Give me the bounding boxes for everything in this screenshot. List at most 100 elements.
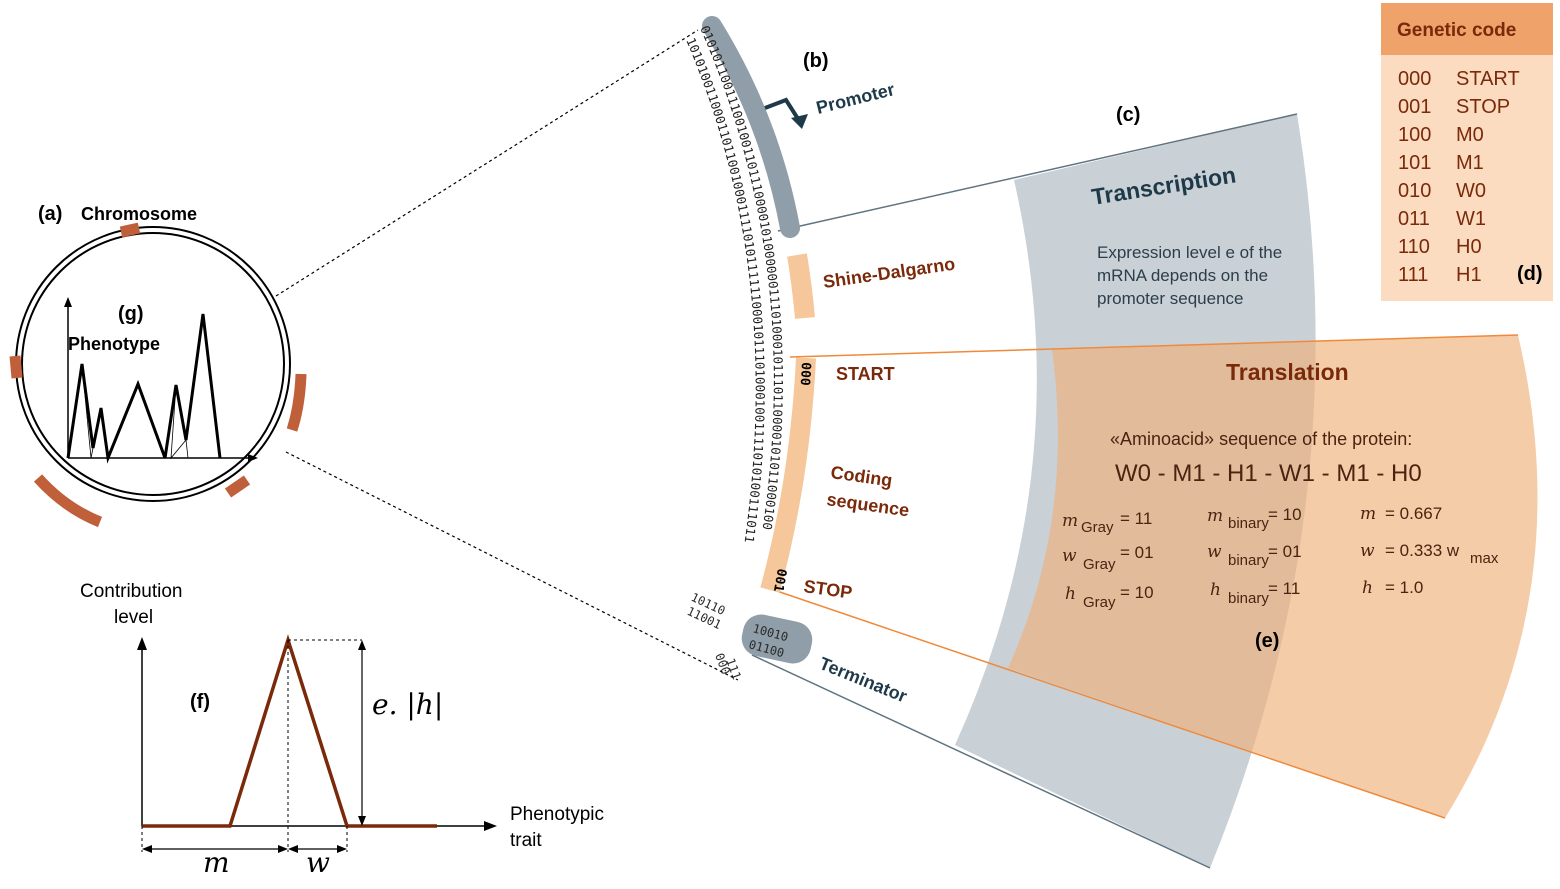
normalized-values: m = 0.667 w = 0.333 w max h = 1.0 [1360,504,1499,598]
coding-label-1: Coding [829,462,893,490]
transcription-text-3: promoter sequence [1097,289,1243,308]
m-label: m [203,846,230,879]
height-arrow-bottom [358,816,366,826]
zoom-line-top [275,29,699,297]
gene-segment-4 [224,475,251,498]
m-binary-sub: binary [1228,515,1269,532]
w-binary-value: = 01 [1268,542,1302,561]
h-gray-value: = 10 [1120,583,1154,602]
w-label: w [306,846,330,879]
start-label: START [836,364,895,384]
shine-dalgarno-label: Shine-Dalgarno [822,254,957,292]
genetic-code-header [1381,3,1553,55]
terminator-label: Terminator [817,653,910,706]
translation-band [1008,335,1538,818]
contribution-triangle [142,634,437,828]
codon-6: 110 [1398,236,1430,258]
gene-segment-1 [119,222,141,238]
panel-e-label: (e) [1255,630,1279,652]
contribution-xlabel-2: trait [510,830,542,851]
m-arrow-right [278,845,288,853]
contribution-x-arrowhead [484,821,497,831]
w-gray-value: = 01 [1120,543,1154,562]
promoter-highlight [702,16,800,238]
m-binary-value: = 10 [1268,505,1302,524]
h-binary-label: h [1210,580,1221,600]
stop-codon: 001 [770,567,789,593]
w-arrow-right [337,845,347,853]
height-arrow-top [358,640,366,650]
codon-meaning-4: W0 [1456,180,1486,202]
codon-meaning-5: W1 [1456,208,1486,230]
transcription-text-1: Expression level e of the [1097,243,1282,262]
promoter-arrow-icon [764,97,802,124]
translation-title: Translation [1226,359,1349,385]
codon-meaning-3: M1 [1456,152,1484,174]
gene-segment-5 [33,474,103,528]
h-value: = 1.0 [1385,578,1423,597]
transcription-text-2: mRNA depends on the [1097,266,1268,285]
w-gray-label: w [1062,546,1077,566]
w-value: = 0.333 w [1385,541,1460,560]
codon-1: 001 [1398,96,1431,118]
zoom-line-bottom [285,451,739,681]
contribution-ylabel-1: Contribution [80,581,182,602]
tail-seq-4: 111 [723,656,744,681]
chromosome-title: Chromosome [81,204,197,224]
protein-sequence: W0 - M1 - H1 - W1 - M1 - H0 [1115,460,1422,487]
height-label: e. |h| [372,688,443,721]
panel-f-label: (f) [190,691,210,713]
codon-2: 100 [1398,124,1431,146]
coding-highlight [760,357,816,593]
codon-0: 000 [1398,68,1431,90]
h-value-label: h [1362,578,1373,598]
terminator-highlight [741,614,813,664]
m-gray-label: m [1062,511,1078,531]
start-codon: 000 [797,362,813,386]
w-value-label: w [1360,541,1375,561]
phenotype-thin-1 [81,363,94,459]
phenotype-y-arrowhead [64,297,72,307]
gene-segment-3 [286,373,307,432]
shine-dalgarno-highlight [787,253,815,319]
chromosome-inner-ring [21,232,285,496]
phenotype-title: Phenotype [68,334,160,354]
promoter-arrowhead [791,114,808,129]
binary-values: m binary = 10 w binary = 01 h binary = 1… [1207,505,1302,607]
translation-top-line [789,334,1519,358]
panel-c-label: (c) [1116,104,1140,126]
translation-bottom-line [767,587,1446,819]
codon-3: 101 [1398,152,1431,174]
codon-meaning-2: M0 [1456,124,1484,146]
coding-label-2: sequence [825,489,910,520]
h-gray-label: h [1065,584,1076,604]
chromosome-segments [9,222,307,528]
m-value-label: m [1360,504,1376,524]
stop-label: STOP [802,576,853,603]
m-gray-value: = 11 [1120,509,1152,528]
h-binary-value: = 11 [1268,579,1300,598]
genetic-code-body [1381,55,1553,301]
codon-5: 011 [1398,208,1430,230]
m-gray-sub: Gray [1081,519,1114,536]
m-value: = 0.667 [1385,504,1442,523]
contribution-ylabel-2: level [114,607,153,628]
promoter-label: Promoter [814,79,896,118]
phenotype-plot: (g) Phenotype [64,297,258,464]
codon-meaning-1: STOP [1456,96,1510,118]
genetic-code-title: Genetic code [1397,20,1516,41]
w-value-sub: max [1470,550,1499,567]
w-arrow-left [288,845,298,853]
h-gray-sub: Gray [1083,594,1116,611]
translation-subtitle: «Aminoacid» sequence of the protein: [1110,429,1412,449]
panel-b-label: (b) [803,50,829,72]
contribution-y-arrowhead [137,637,147,650]
m-arrow-left [142,845,152,853]
tail-seq-3: 000 [712,651,733,676]
phenotype-curve [66,313,222,464]
w-binary-label: w [1207,542,1222,562]
codon-meaning-6: H0 [1456,236,1482,258]
m-binary-label: m [1207,506,1223,526]
